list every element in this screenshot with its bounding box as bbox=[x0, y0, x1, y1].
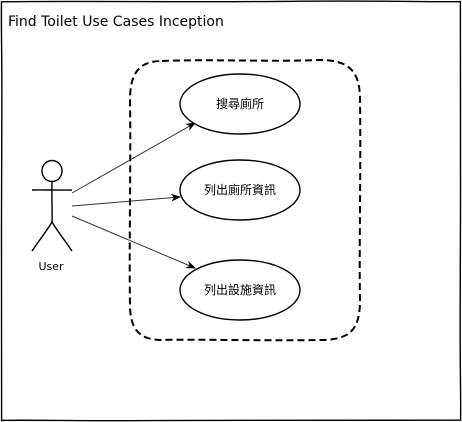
use-case-label: 列出廁所資訊 bbox=[204, 182, 276, 197]
associations bbox=[71, 122, 196, 269]
use-case-label: 列出設施資訊 bbox=[204, 282, 276, 297]
use-case-ellipse bbox=[179, 159, 301, 221]
actor-left-leg bbox=[31, 221, 53, 252]
system-boundary bbox=[128, 58, 362, 342]
actor-label: User bbox=[38, 260, 64, 273]
association-uc3 bbox=[71, 215, 196, 269]
diagram-title: Find Toilet Use Cases Inception bbox=[8, 14, 224, 30]
association-uc2 bbox=[71, 193, 181, 207]
association-uc1 bbox=[71, 122, 196, 194]
use-case-ellipse bbox=[179, 73, 301, 135]
use-case-ellipse bbox=[179, 259, 301, 321]
use-case-uc3[interactable]: 列出設施資訊 bbox=[179, 259, 301, 321]
use-case-label: 搜尋廁所 bbox=[216, 96, 264, 111]
use-case-uc1[interactable]: 搜尋廁所 bbox=[179, 73, 301, 135]
use-case-uc2[interactable]: 列出廁所資訊 bbox=[179, 159, 301, 221]
actor-head bbox=[41, 159, 63, 183]
actor-right-leg bbox=[51, 221, 73, 252]
actor-user[interactable]: User bbox=[31, 159, 73, 274]
